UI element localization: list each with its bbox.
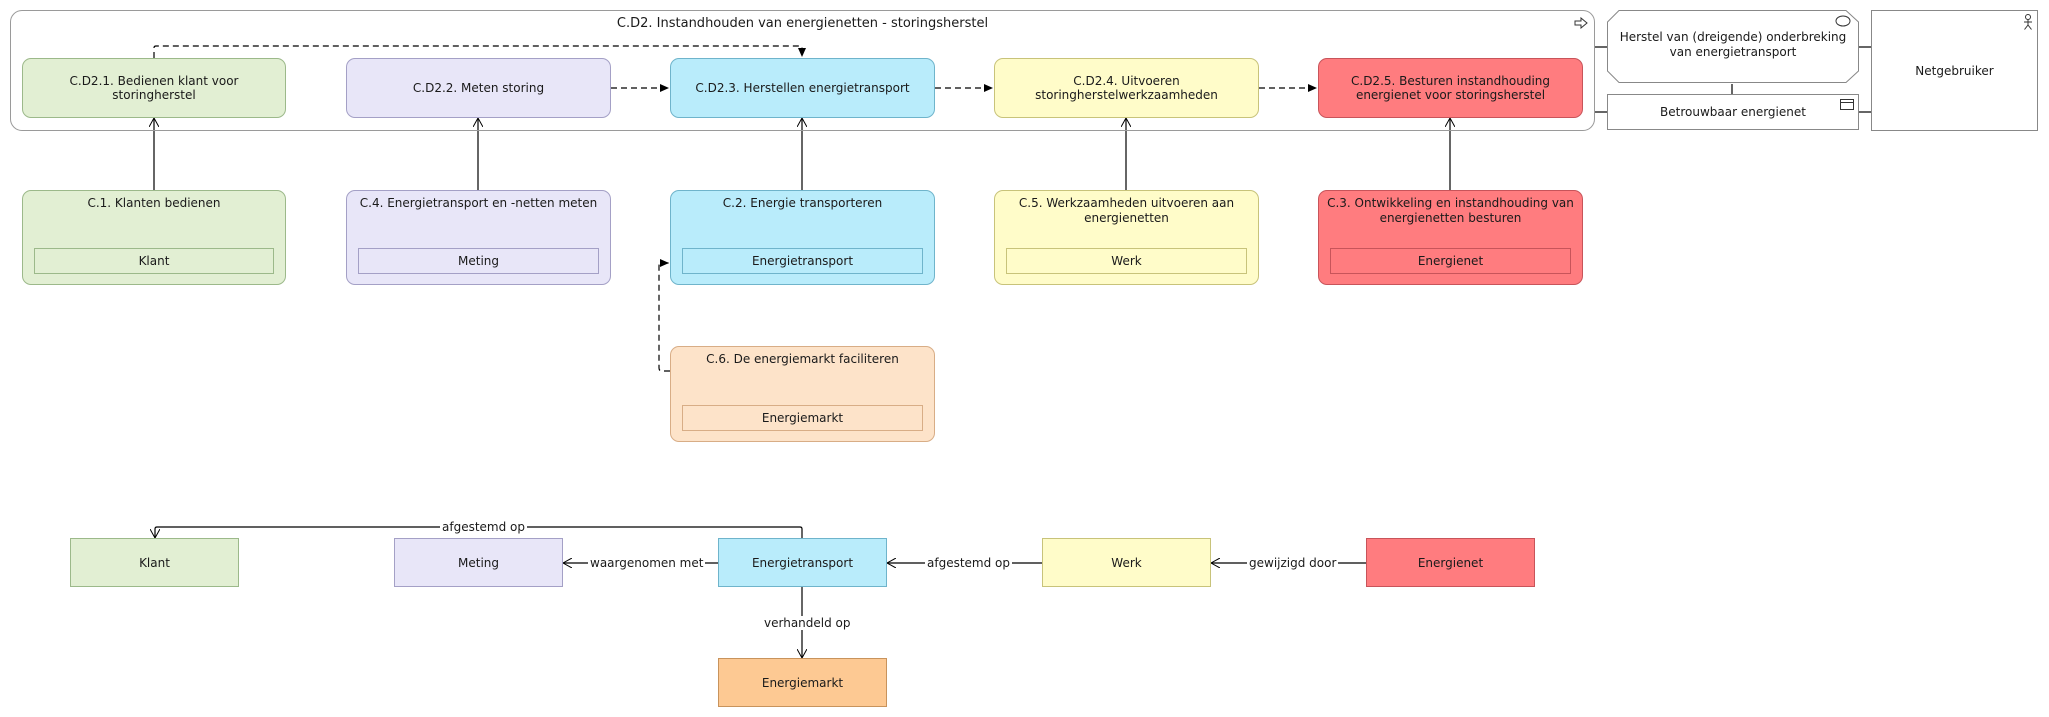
step-2[interactable]: C.D2.2. Meten storing xyxy=(346,58,611,118)
relation-label-waargenomen: waargenomen met xyxy=(588,556,706,570)
capability-c5-title: C.5. Werkzaamheden uitvoeren aan energie… xyxy=(1018,196,1235,225)
relation-label-afgestemd: afgestemd op xyxy=(925,556,1012,570)
flow-c6-c2 xyxy=(658,259,670,372)
object-werk[interactable]: Werk xyxy=(1042,538,1211,587)
object-energietransport-label: Energietransport xyxy=(751,555,854,570)
object-energienet-label: Energienet xyxy=(1417,555,1484,570)
business-object-goal[interactable]: Betrouwbaar energienet xyxy=(1607,94,1859,130)
object-energiemarkt-label: Energiemarkt xyxy=(761,675,844,690)
capability-c3-title: C.3. Ontwikkeling en instandhouding van … xyxy=(1327,196,1574,225)
actor-icon xyxy=(2024,14,2032,30)
capability-c1-object: Klant xyxy=(34,248,274,274)
object-energiemarkt[interactable]: Energiemarkt xyxy=(718,658,887,707)
capability-c2[interactable]: C.2. Energie transporteren Energietransp… xyxy=(670,190,935,285)
step-5[interactable]: C.D2.5. Besturen instandhouding energien… xyxy=(1318,58,1583,118)
object-energietransport[interactable]: Energietransport xyxy=(718,538,887,587)
object-klant[interactable]: Klant xyxy=(70,538,239,587)
relation-label-afgestemd-top: afgestemd op xyxy=(440,520,527,534)
capability-c4-title: C.4. Energietransport en -netten meten xyxy=(359,196,598,210)
step-4[interactable]: C.D2.4. Uitvoeren storingherstelwerkzaam… xyxy=(994,58,1259,118)
event-shape xyxy=(1607,10,1859,83)
business-event[interactable]: Herstel van (dreigende) onderbreking van… xyxy=(1607,10,1859,83)
capability-c5[interactable]: C.5. Werkzaamheden uitvoeren aan energie… xyxy=(994,190,1259,285)
capability-c1[interactable]: C.1. Klanten bedienen Klant xyxy=(22,190,286,285)
step-1[interactable]: C.D2.1. Bedienen klant voor storingherst… xyxy=(22,58,286,118)
capability-c4[interactable]: C.4. Energietransport en -netten meten M… xyxy=(346,190,611,285)
object-klant-label: Klant xyxy=(139,555,170,570)
capability-c6-title: C.6. De energiemarkt faciliteren xyxy=(706,352,899,366)
relation-label-verhandeld: verhandeld op xyxy=(762,616,853,630)
goal-label: Betrouwbaar energienet xyxy=(1660,105,1806,119)
object-energienet[interactable]: Energienet xyxy=(1366,538,1535,587)
flow-1-3 xyxy=(153,45,806,58)
capability-c2-object: Energietransport xyxy=(682,248,923,274)
capability-c6-object: Energiemarkt xyxy=(682,405,923,431)
object-meting[interactable]: Meting xyxy=(394,538,563,587)
capability-c2-title: C.2. Energie transporteren xyxy=(722,196,883,210)
step-3[interactable]: C.D2.3. Herstellen energietransport xyxy=(670,58,935,118)
actor-label: Netgebruiker xyxy=(1915,63,1994,78)
object-icon xyxy=(1840,99,1854,110)
frame-title: C.D2. Instandhouden van energienetten - … xyxy=(616,16,989,31)
object-meting-label: Meting xyxy=(458,555,499,570)
step-5-label: C.D2.5. Besturen instandhouding energien… xyxy=(1351,73,1550,102)
step-3-label: C.D2.3. Herstellen energietransport xyxy=(695,80,910,95)
capability-c6[interactable]: C.6. De energiemarkt faciliteren Energie… xyxy=(670,346,935,442)
capability-c3[interactable]: C.3. Ontwikkeling en instandhouding van … xyxy=(1318,190,1583,285)
actor-box[interactable]: Netgebruiker xyxy=(1871,10,2038,131)
capability-c4-object: Meting xyxy=(358,248,599,274)
capability-c3-object: Energienet xyxy=(1330,248,1571,274)
capability-c1-title: C.1. Klanten bedienen xyxy=(87,196,221,210)
relation-label-gewijzigd: gewijzigd door xyxy=(1247,556,1339,570)
process-arrow-icon xyxy=(1574,17,1588,29)
step-1-label: C.D2.1. Bedienen klant voor storingherst… xyxy=(69,73,239,102)
event-label: Herstel van (dreigende) onderbreking van… xyxy=(1619,30,1847,59)
capability-c5-object: Werk xyxy=(1006,248,1247,274)
process-frame: C.D2. Instandhouden van energienetten - … xyxy=(10,10,1595,131)
step-2-label: C.D2.2. Meten storing xyxy=(412,80,545,95)
step-4-label: C.D2.4. Uitvoeren storingherstelwerkzaam… xyxy=(1035,73,1218,102)
object-werk-label: Werk xyxy=(1111,555,1142,570)
